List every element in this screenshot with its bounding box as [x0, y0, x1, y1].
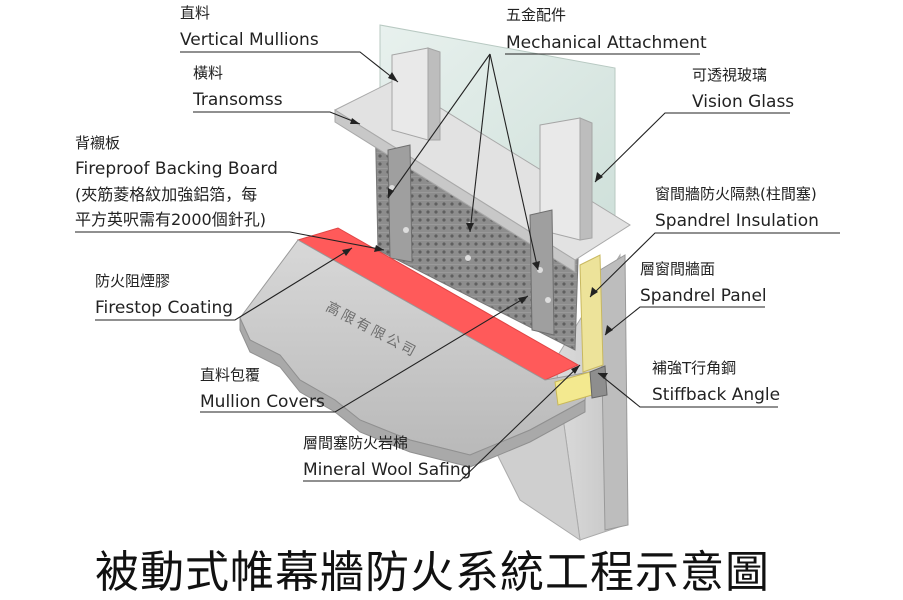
- mineral-wool-zh-label: 層間塞防火岩棉: [303, 434, 409, 452]
- spandrel-insulation-zh-label: 窗間牆防火隔熱(柱間塞): [655, 185, 817, 203]
- stiffback-zh-label: 補強T行角鋼: [652, 359, 737, 377]
- mechanical-zh-label: 五金配件: [506, 6, 567, 24]
- mullion-cover-left: [387, 144, 413, 263]
- mullion-covers-zh-label: 直料包覆: [200, 366, 261, 384]
- mechanical-en-label: Mechanical Attachment: [506, 33, 707, 53]
- mullion-covers-en-label: Mullion Covers: [200, 392, 325, 412]
- mullion-cover-right: [529, 209, 555, 336]
- backing-board-note-line1: (夾筋菱格紋加強鋁箔，每: [75, 185, 258, 204]
- spandrel-insulation: [579, 254, 604, 373]
- backing-board-note-line2: 平方英呎需有2000個針孔): [75, 210, 266, 229]
- vertical-mullions-zh-label: 直料: [180, 4, 211, 22]
- transoms-en-label: Transomss: [193, 90, 283, 110]
- spandrel-insulation-en-label: Spandrel Insulation: [655, 211, 819, 231]
- page-title: 被動式帷幕牆防火系統工程示意圖: [95, 547, 770, 598]
- vertical-mullion-left: [391, 47, 429, 141]
- stiffback-en-label: Stiffback Angle: [652, 385, 781, 405]
- backing-board-zh-label: 背襯板: [75, 134, 121, 152]
- stiffback-angle: [589, 365, 608, 399]
- backing-board-en-label: Fireproof Backing Board: [75, 159, 278, 179]
- firestop-en-label: Firestop Coating: [95, 298, 234, 318]
- mineral-wool-en-label: Mineral Wool Safing: [303, 460, 472, 480]
- firestop-zh-label: 防火阻煙膠: [95, 272, 171, 290]
- spandrel-panel-en-label: Spandrel Panel: [640, 286, 767, 306]
- transoms-zh-label: 橫料: [193, 64, 224, 82]
- spandrel-panel-zh-label: 層窗間牆面: [640, 260, 716, 278]
- vision-glass-en-label: Vision Glass: [692, 92, 795, 112]
- vertical-mullions-en-label: Vertical Mullions: [180, 30, 319, 50]
- vision-glass-zh-label: 可透視玻璃: [692, 66, 768, 84]
